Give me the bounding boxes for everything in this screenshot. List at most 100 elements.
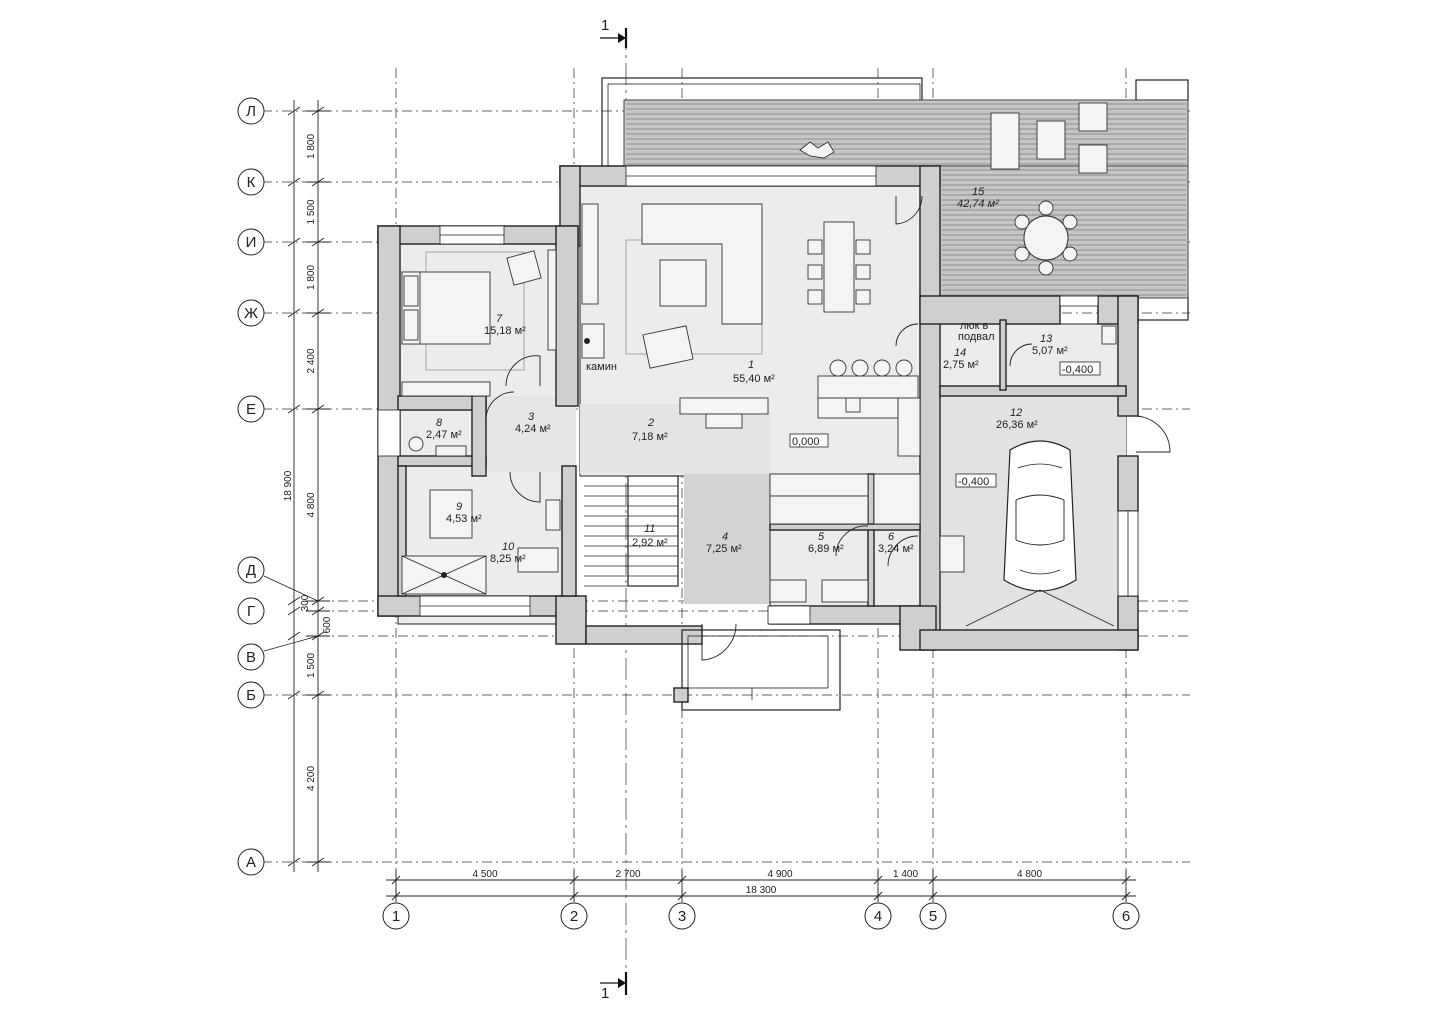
room-7-area: 15,18 м²: [484, 325, 526, 337]
level-marker-utility: [1059, 361, 1101, 376]
horizontal-total: 18 300: [746, 885, 777, 896]
vertical-total: 18 900: [283, 470, 294, 501]
row-label-row-l: Л: [246, 103, 256, 120]
room-5-area: 6,89 м²: [808, 543, 844, 555]
fireplace-label: камин: [586, 361, 617, 373]
horizontal-dimension: 2 700: [615, 869, 640, 880]
room-8-area: 2,47 м²: [426, 429, 462, 441]
room-9-area: 4,53 м²: [446, 513, 482, 525]
col-bubble-col-5: [919, 902, 947, 930]
row-bubble-row-d: [237, 556, 265, 584]
room-3-number: 3: [528, 411, 535, 423]
row-bubble-row-k: [237, 168, 265, 196]
room-5-number: 5: [818, 531, 825, 543]
room-3-area: 4,24 м²: [515, 423, 551, 435]
room-15-area: 42,74 м²: [957, 198, 999, 210]
level-garage: -0,400: [958, 476, 989, 488]
row-bubble-row-zh: [237, 299, 265, 327]
row-label-row-d: Д: [246, 562, 256, 579]
horizontal-dimension: 1 400: [893, 869, 918, 880]
horizontal-dimension: 4 500: [472, 869, 497, 880]
room-11-number: 11: [644, 523, 655, 535]
room-13-number: 13: [1040, 333, 1053, 345]
room-7-number: 7: [496, 313, 503, 325]
horizontal-dimensions: [386, 870, 1136, 902]
row-bubble-row-b: [237, 681, 265, 709]
vertical-dimension: 1 800: [306, 134, 317, 159]
col-bubble-col-2: [560, 902, 588, 930]
room-4-number: 4: [722, 531, 728, 543]
room-14-number: 14: [954, 347, 966, 359]
col-bubble-col-1: [382, 902, 410, 930]
room-labels: 1 55,40 м² 2 7,18 м² 3 4,24 м² 4 7,25 м²…: [426, 313, 1068, 565]
row-bubble-row-e: [237, 395, 265, 423]
entrance-porch: [673, 629, 841, 711]
room-6-area: 3,24 м²: [878, 543, 914, 555]
col-bubble-col-4: [864, 902, 892, 930]
col-label-col-3: 3: [678, 908, 686, 925]
room-12-area: 26,36 м²: [996, 419, 1038, 431]
room-1-area: 55,40 м²: [733, 373, 775, 385]
row-bubble-row-l: [237, 97, 265, 125]
col-label-col-5: 5: [929, 908, 937, 925]
row-label-row-v: В: [246, 649, 256, 666]
horizontal-dimension: 4 900: [767, 869, 792, 880]
row-label-row-b: Б: [246, 687, 256, 704]
car-icon: [965, 440, 1115, 627]
room-13-area: 5,07 м²: [1032, 345, 1068, 357]
room-12-number: 12: [1010, 407, 1022, 419]
row-bubble-row-a: [237, 848, 265, 876]
vertical-dimension: 4 200: [306, 766, 317, 791]
room-15-number: 15: [972, 186, 985, 198]
row-label-row-k: К: [247, 174, 256, 191]
room-8-number: 8: [436, 417, 443, 429]
column-axis-bubbles: 1 2 3 4 5 6: [382, 902, 1140, 930]
room-10-number: 10: [502, 541, 515, 553]
vertical-dimension-labels: 1 800 1 500 1 800 2 400 4 800 300 600 1 500 4 20…: [300, 134, 333, 791]
vertical-dimension: 1 500: [306, 653, 317, 678]
col-bubble-col-3: [668, 902, 696, 930]
vertical-dimension: 600: [322, 616, 333, 633]
row-label-row-zh: Ж: [244, 305, 258, 322]
room-4-area: 7,25 м²: [706, 543, 742, 555]
vertical-dimension: 1 800: [306, 265, 317, 290]
room-14-area: 2,75 м²: [943, 359, 979, 371]
vertical-dimension: 300: [300, 594, 311, 611]
row-bubble-row-g: [237, 597, 265, 625]
level-marker-garage: [955, 473, 997, 488]
row-label-row-g: Г: [247, 603, 255, 620]
room-1-number: 1: [748, 359, 754, 371]
room-2-number: 2: [647, 417, 654, 429]
vertical-dimension: 4 800: [306, 492, 317, 517]
hatch-label-line1: люк в: [960, 320, 989, 332]
section-mark-bottom: 1: [601, 985, 609, 1002]
terrace: [601, 77, 1189, 321]
col-label-col-4: 4: [874, 908, 882, 925]
room-9-number: 9: [456, 501, 462, 513]
windows: [377, 165, 1139, 625]
room-6-number: 6: [888, 531, 895, 543]
row-label-row-a: А: [246, 854, 256, 871]
horizontal-dimension: 4 800: [1017, 869, 1042, 880]
col-label-col-2: 2: [570, 908, 578, 925]
section-mark-top: 1: [601, 17, 609, 34]
row-bubble-row-i: [237, 228, 265, 256]
row-label-row-i: И: [246, 234, 257, 251]
vertical-dimension: 1 500: [306, 199, 317, 224]
level-main: 0,000: [792, 436, 820, 448]
room-10-area: 8,25 м²: [490, 553, 526, 565]
col-label-col-1: 1: [392, 908, 400, 925]
furniture: [401, 203, 1117, 603]
col-bubble-col-6: [1112, 902, 1140, 930]
room-2-area: 7,18 м²: [632, 431, 668, 443]
col-label-col-6: 6: [1122, 908, 1130, 925]
room-11-area: 2,92 м²: [632, 537, 668, 549]
row-bubble-row-v: [237, 643, 265, 671]
level-utility: -0,400: [1062, 364, 1093, 376]
vertical-dimensions: [287, 100, 330, 872]
vertical-dimension: 2 400: [306, 348, 317, 373]
level-marker-main: [789, 433, 829, 448]
horizontal-dimension-labels: 4 500 2 700 4 900 1 400 4 800: [472, 869, 1042, 880]
